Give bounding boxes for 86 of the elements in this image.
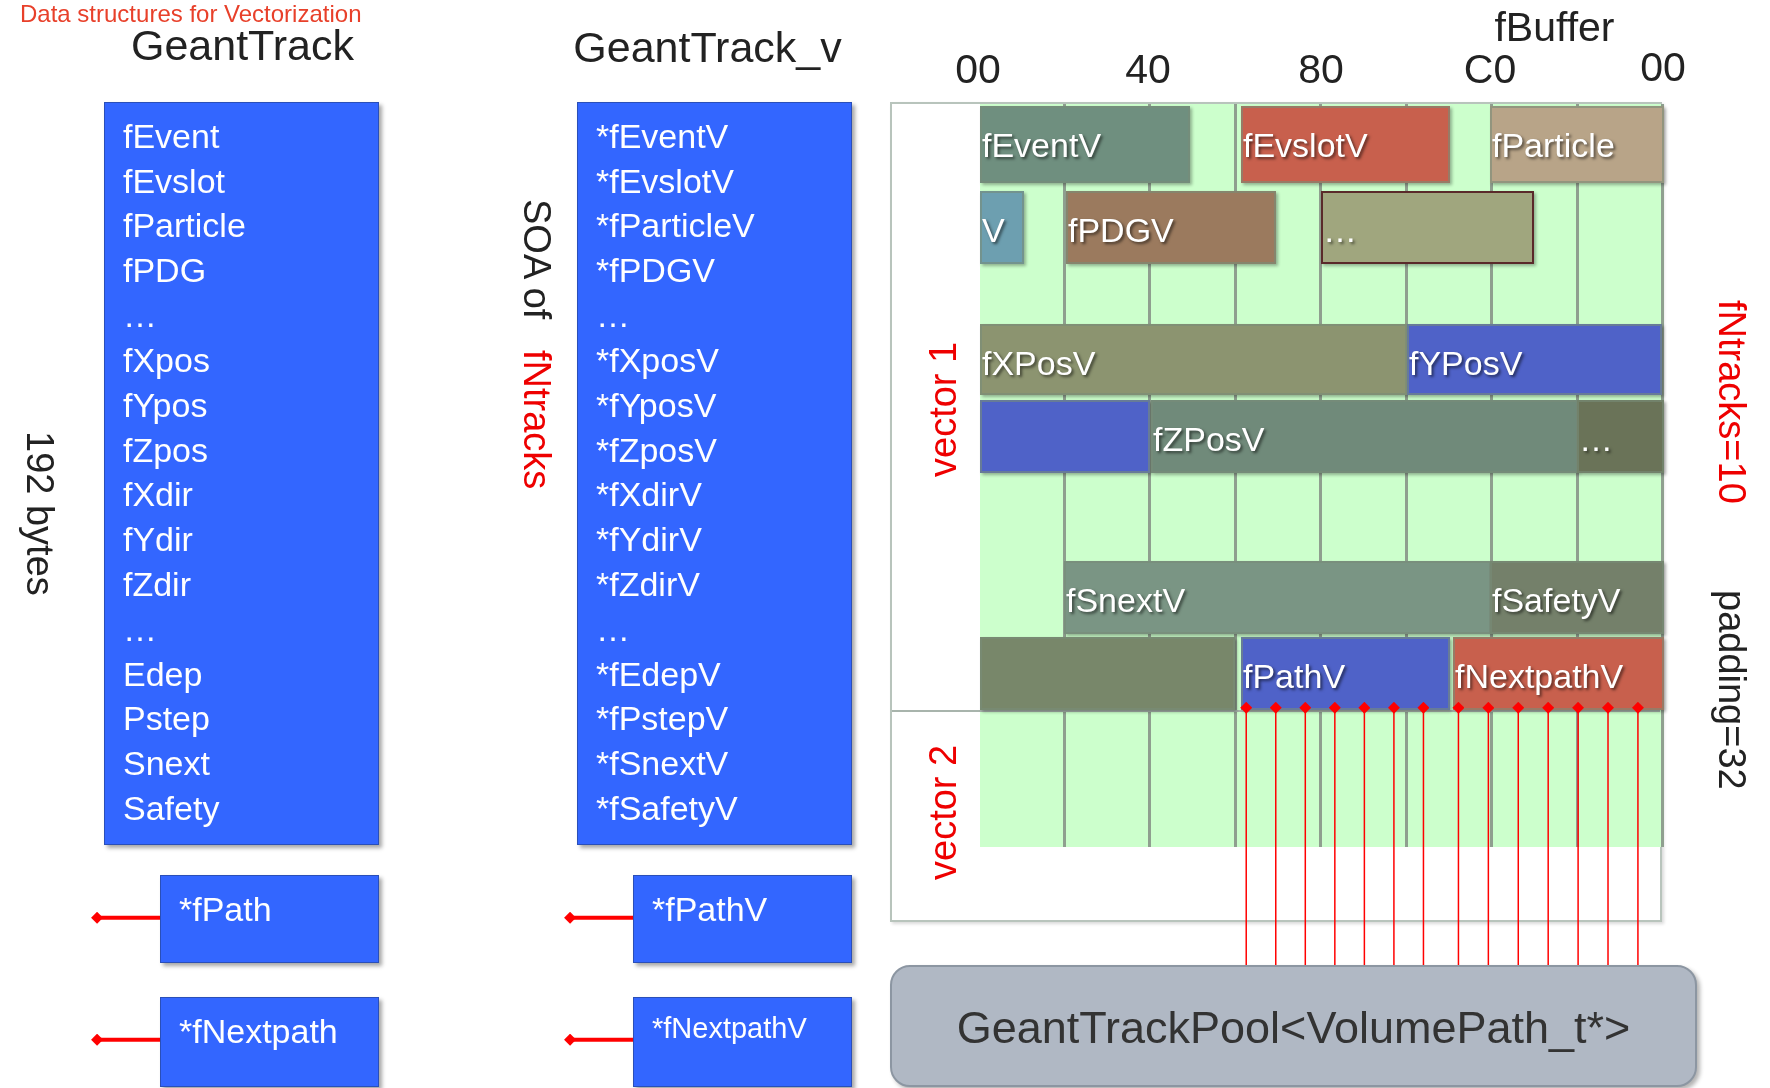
field-name: … [596,612,630,646]
field-name: *fEventV [596,119,729,153]
offset-label: C0 [1462,47,1518,92]
field-block [1407,324,1662,395]
field-name: fYpos [123,388,208,422]
field-block [1241,637,1450,710]
field-name: … [596,298,630,332]
side-label: vector 2 [920,743,965,883]
field-name: fXPosV [982,346,1096,380]
field-name: *fNextpathV [652,1014,807,1043]
pointer-box [633,875,852,963]
field-block [1064,561,1491,634]
field-name: fYPosV [1409,346,1523,380]
field-name: fSafetyV [1492,583,1621,617]
field-name: fEvslotV [1243,128,1368,162]
field-name: *fZposV [596,433,717,467]
field-name: *fYposV [596,388,717,422]
field-name: *fXdirV [596,477,702,511]
field-name: *fPath [179,892,272,926]
field-name: … [1323,213,1357,247]
field-name: fParticle [123,208,246,242]
field-name: Snext [123,746,210,780]
field-name: *fZdirV [596,567,700,601]
field-block [1577,400,1664,473]
field-name: *fEdepV [596,657,721,691]
field-block [1151,400,1578,473]
field-name: fYdir [123,522,193,556]
field-name: *fSnextV [596,746,729,780]
field-name: fZPosV [1153,422,1265,456]
field-block [1490,561,1664,634]
field-name: fZpos [123,433,209,467]
side-label: vector 1 [920,340,965,480]
column-heading: fBuffer [1493,7,1616,48]
column-heading: GeantTrack_v [572,26,843,69]
slide-title: Data structures for Vectorization [20,2,362,26]
field-name: fZdir [123,567,191,601]
padding-block [980,400,1150,473]
field-block [1241,106,1450,183]
field-block [980,324,1407,395]
field-block [980,191,1024,264]
padding-block [980,637,1235,710]
field-name: *fNextpath [179,1014,338,1048]
offset-label: 80 [1297,47,1345,92]
field-block [1453,637,1664,710]
side-label: padding=32 [1709,588,1754,792]
column-heading: GeantTrack [130,24,354,67]
pool-name: GeantTrackPool<VolumePath_t*> [955,1005,1632,1050]
field-name: *fPathV [652,892,768,926]
field-name: fXdir [123,477,193,511]
pointer-box [633,997,852,1087]
pool-box [890,965,1697,1087]
field-name: fPathV [1243,659,1346,693]
field-name: Edep [123,657,203,691]
field-name: fPDG [123,253,207,287]
field-name: *fEvslotV [596,164,734,198]
field-name: *fSafetyV [596,791,738,825]
offset-label: 00 [1639,45,1687,90]
field-block [1490,106,1664,183]
field-name: … [123,612,157,646]
field-name: fXpos [123,343,210,377]
field-name: *fPstepV [596,701,729,735]
field-name: fEventV [982,128,1102,162]
field-name: *fXposV [596,343,719,377]
field-name: Pstep [123,701,210,735]
field-name: fPDGV [1068,213,1174,247]
field-name: fNextpathV [1455,659,1624,693]
side-label: fNtracks=10 [1709,298,1754,506]
field-name: fEvent [123,119,220,153]
field-name: fSnextV [1066,583,1186,617]
field-name: V [982,213,1005,247]
offset-label: 00 [954,47,1002,92]
field-block [980,106,1190,183]
field-name: … [1579,422,1613,456]
field-name: *fParticleV [596,208,755,242]
pointer-box [160,875,379,963]
field-block [1066,191,1276,264]
offset-label: 40 [1124,47,1172,92]
field-name: *fPDGV [596,253,716,287]
field-block [1321,191,1534,264]
field-name: … [123,298,157,332]
side-label: 192 bytes [17,430,62,598]
pointer-box [160,997,379,1087]
field-name: fEvslot [123,164,226,198]
field-name: Safety [123,791,220,825]
field-name: *fYdirV [596,522,702,556]
field-name: fParticle [1492,128,1615,162]
